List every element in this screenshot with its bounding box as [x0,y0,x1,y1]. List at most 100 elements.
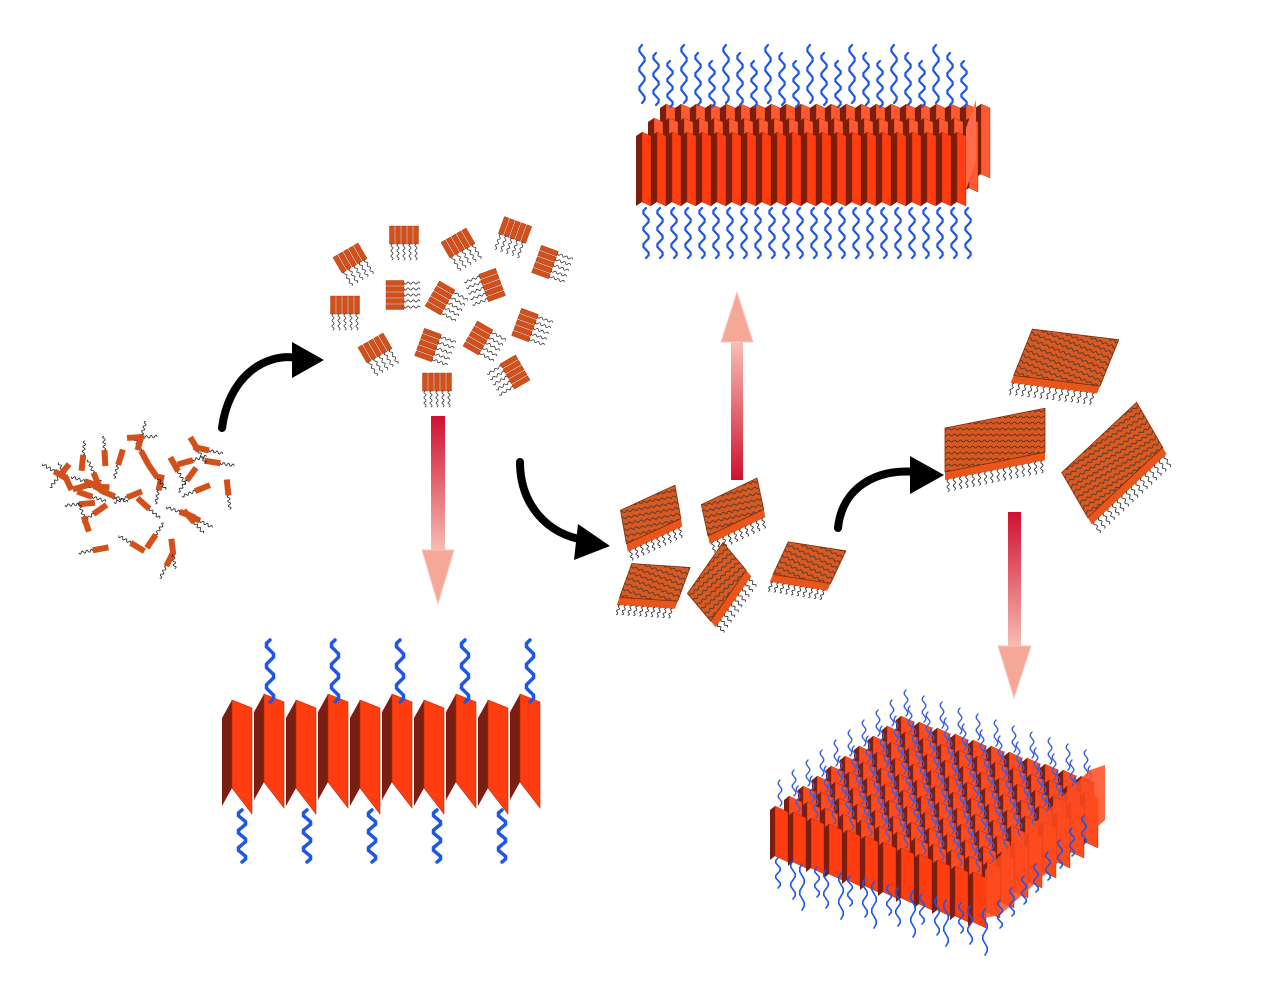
lattice-plate [860,835,879,893]
nanosheet [620,484,683,561]
molecular-cluster [511,308,553,346]
amphiphile-molecule [113,448,126,479]
red-gradient-arrow-icon [720,290,754,480]
amphiphile-molecule [86,459,103,489]
ribbon-plate [756,131,772,207]
molecular-cluster [494,216,532,258]
lattice-plate [788,811,807,869]
ribbon-plate [801,131,817,207]
ribbon-plate [681,131,697,207]
molecular-cluster [440,227,482,272]
nanosheet [1061,401,1172,534]
lattice-plate [842,829,861,887]
3d-plate-lattice [770,689,1105,956]
ribbon-plate [726,131,742,207]
amphiphile-molecule [167,455,186,484]
molecular-cluster [414,328,456,366]
amphiphile-molecule [78,544,110,555]
amphiphile-molecule [178,465,199,493]
ribbon-plate [891,131,907,207]
ribbon-plate [696,131,712,207]
lattice-plate [896,847,915,905]
curved-black-arrow-icon [516,458,610,560]
molecular-cluster [389,225,419,261]
amphiphile-molecule [181,482,212,498]
molecular-cluster [462,320,507,362]
amphiphile-molecule [134,420,147,452]
stacked-plate [510,693,541,809]
curved-black-arrow-icon [834,456,944,532]
nanosheet [686,541,757,633]
ribbon-plate [651,131,667,207]
multilayer-ribbon-stack [636,43,991,260]
ribbon-plate [846,131,862,207]
lattice-plate [914,853,933,911]
molecular-cluster [332,242,374,287]
molecular-cluster [422,372,452,408]
amphiphile-molecule [135,495,161,519]
stacked-plate [286,699,317,815]
stacked-plate [414,699,445,815]
dispersed-molecules [41,420,235,579]
ribbon-plate [636,131,652,207]
amphiphile-molecule [204,457,235,467]
stacked-plate [254,693,285,809]
molecular-cluster [464,268,506,306]
ribbon-plate [876,131,892,207]
single-stack-with-tails [222,638,541,864]
lattice-plate [770,805,789,863]
amphiphile-molecule [101,435,109,467]
lattice-plate [968,871,987,929]
amphiphile-molecule [98,487,129,503]
amphiphile-molecule [144,522,165,550]
amphiphile-molecule [64,499,96,508]
amphiphile-molecule [145,463,167,490]
lattice-plate [932,859,951,917]
lattice-plate [824,823,843,881]
red-gradient-arrow-icon [421,416,455,606]
molecular-clusters [330,216,573,408]
amphiphile-molecule [77,502,92,533]
stacked-plate [318,693,349,809]
nanosheet [700,477,766,553]
ribbon-plate [711,131,727,207]
amphiphile-molecule [41,463,70,483]
ribbon-plate [816,131,832,207]
curved-black-arrow-icon [218,342,324,432]
amphiphile-molecule [187,435,207,464]
ribbon-plate [936,131,952,207]
molecular-cluster [357,332,399,377]
ribbon-plate [741,131,757,207]
molecular-cluster [531,245,573,283]
nanosheet [767,541,847,600]
stacked-plate [350,699,381,815]
molecular-cluster [424,280,469,322]
nanosheet [1008,328,1120,405]
lattice-plate [878,841,897,899]
molecular-cluster [486,354,531,396]
stacked-plate [446,693,477,809]
amphiphile-molecule [223,479,232,510]
red-gradient-arrow-icon [997,512,1032,700]
nanosheet [944,407,1046,492]
amphiphile-molecule [78,440,87,472]
amphiphile-molecule [166,506,196,521]
ribbon-plate [666,131,682,207]
ribbon-plate [861,131,877,207]
small-nanosheets [615,477,847,633]
lattice-plate [950,865,969,923]
large-nanosheets [944,328,1172,534]
stacked-plate [478,699,509,815]
amphiphile-molecule [76,488,107,502]
ribbon-plate [921,131,937,207]
ribbon-plate [906,131,922,207]
stacked-plate [222,699,253,815]
amphiphile-molecule [176,454,207,468]
lattice-plate [806,817,825,875]
nanosheet [615,563,691,619]
amphiphile-molecule [168,538,177,569]
ribbon-plate [771,131,787,207]
ribbon-plate [831,131,847,207]
stacked-plate [382,693,413,809]
